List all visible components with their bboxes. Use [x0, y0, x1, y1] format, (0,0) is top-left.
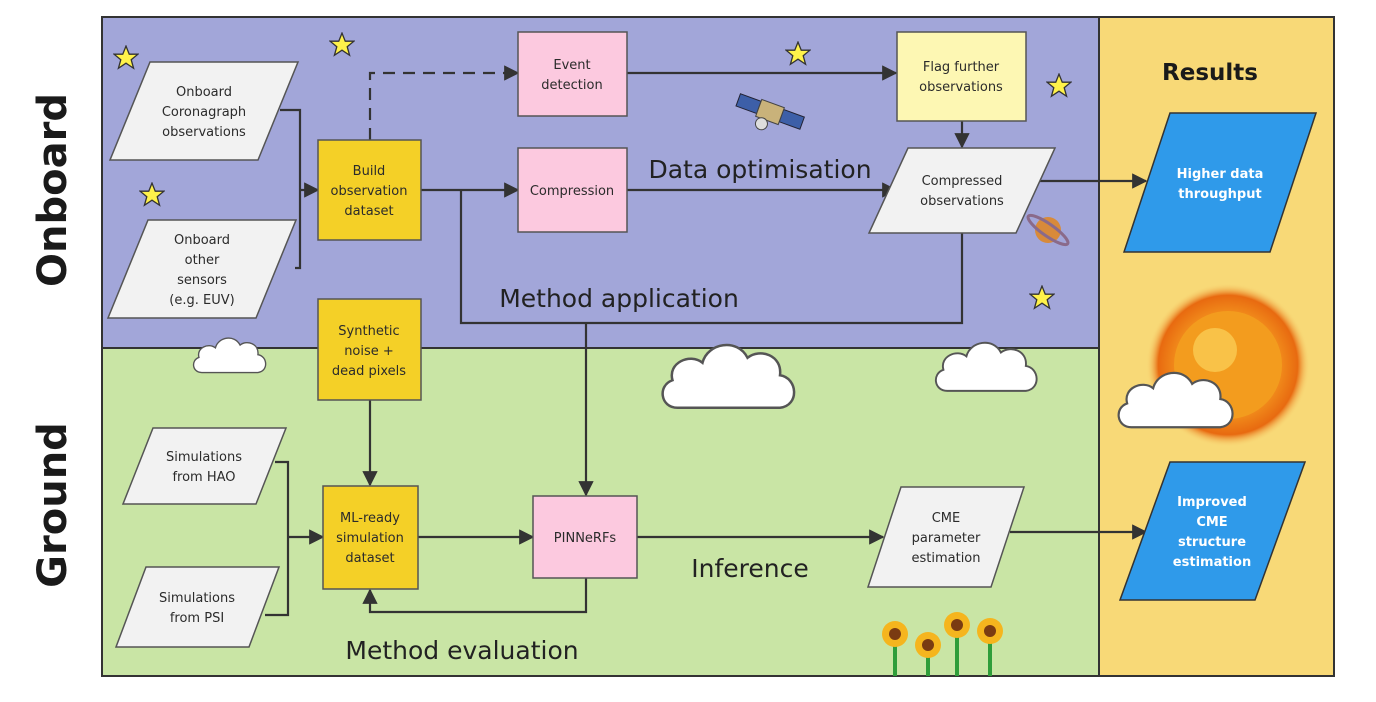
- node-label-line: PINNeRFs: [554, 531, 617, 546]
- label-inference: Inference: [691, 554, 808, 583]
- edge-build-to-event-dashed: [368, 65, 520, 140]
- node-label-line: throughput: [1178, 187, 1261, 202]
- edge-method-evaluation: [362, 578, 588, 614]
- node-label-line: CME: [1196, 515, 1227, 530]
- node-label-line: observations: [162, 125, 246, 140]
- node-label-line: Compression: [530, 184, 614, 199]
- label-method-application: Method application: [499, 284, 739, 313]
- node-label-line: Compressed: [922, 174, 1003, 189]
- planet-icon: [1026, 213, 1070, 247]
- node-label-line: ML-ready: [340, 511, 400, 526]
- node-label-line: dataset: [344, 204, 393, 219]
- node-cme-parameter-estimation: CME parameter estimation: [866, 486, 1026, 588]
- node-label-line: Event: [553, 58, 590, 73]
- node-flag-further-observations: Flag further observations: [896, 31, 1027, 122]
- node-pinnerfs: PINNeRFs: [532, 495, 638, 579]
- node-label-line: parameter: [912, 531, 981, 546]
- node-label-line: Onboard: [176, 85, 232, 100]
- node-label-line: dead pixels: [332, 364, 406, 379]
- edge-psi-to-merge: [265, 537, 290, 617]
- node-label-line: observations: [920, 194, 1004, 209]
- node-label-line: observations: [919, 80, 1003, 95]
- node-label-line: Simulations: [166, 450, 242, 465]
- node-event-detection: Event detection: [517, 31, 628, 117]
- edges: [265, 65, 1148, 617]
- node-label-line: simulation: [336, 531, 404, 546]
- node-label-line: observation: [331, 184, 408, 199]
- node-label-line: structure: [1178, 535, 1246, 550]
- node-compressed-observations: Compressed observations: [867, 147, 1057, 234]
- node-label-line: dataset: [345, 551, 394, 566]
- sunflower-icon: [882, 612, 1003, 676]
- node-label-line: Improved: [1177, 495, 1247, 510]
- node-label-line: Onboard: [174, 233, 230, 248]
- svg-text:PINNeRFs: PINNeRFs: [554, 531, 617, 546]
- node-label-line: sensors: [177, 273, 227, 288]
- node-compression: Compression: [517, 147, 628, 233]
- ground-label: Ground: [30, 422, 76, 588]
- node-label-line: CME: [932, 511, 961, 526]
- node-label-line: Higher data: [1177, 167, 1264, 182]
- node-label-line: Flag further: [923, 60, 1000, 75]
- node-label-line: estimation: [1173, 555, 1251, 570]
- node-label-line: estimation: [911, 551, 980, 566]
- label-data-optimisation: Data optimisation: [648, 155, 871, 184]
- node-label-line: noise +: [344, 344, 394, 359]
- edge-method-application: [459, 190, 964, 325]
- node-build-observation-dataset: Build observation dataset: [317, 139, 422, 241]
- node-ml-ready-dataset: ML-ready simulation dataset: [322, 485, 419, 590]
- edge-othersensors-to-build: [295, 190, 302, 270]
- node-label-line: from HAO: [172, 470, 235, 485]
- onboard-label: Onboard: [30, 93, 76, 287]
- node-label-line: Coronagraph: [162, 105, 246, 120]
- result-higher-data-throughput: Higher data throughput: [1122, 112, 1318, 253]
- node-label-line: (e.g. EUV): [169, 293, 234, 308]
- node-onboard-other-sensors: Onboard other sensors (e.g. EUV): [106, 219, 298, 319]
- node-simulations-psi: Simulations from PSI: [114, 566, 281, 648]
- node-simulations-hao: Simulations from HAO: [121, 427, 288, 505]
- node-label-line: Build: [353, 164, 386, 179]
- node-label-line: detection: [541, 78, 602, 93]
- node-label-line: Synthetic: [338, 324, 399, 339]
- node-synthetic-noise: Synthetic noise + dead pixels: [317, 298, 422, 401]
- label-method-evaluation: Method evaluation: [345, 636, 578, 665]
- satellite-icon: [735, 93, 805, 131]
- edge-hao-to-merge: [275, 460, 290, 537]
- results-title: Results: [1162, 60, 1258, 86]
- node-label-line: other: [185, 253, 220, 268]
- node-label-line: Simulations: [159, 591, 235, 606]
- node-label-line: from PSI: [170, 611, 224, 626]
- svg-text:Compression: Compression: [530, 184, 614, 199]
- edge-coronagraph-to-build: [280, 108, 302, 190]
